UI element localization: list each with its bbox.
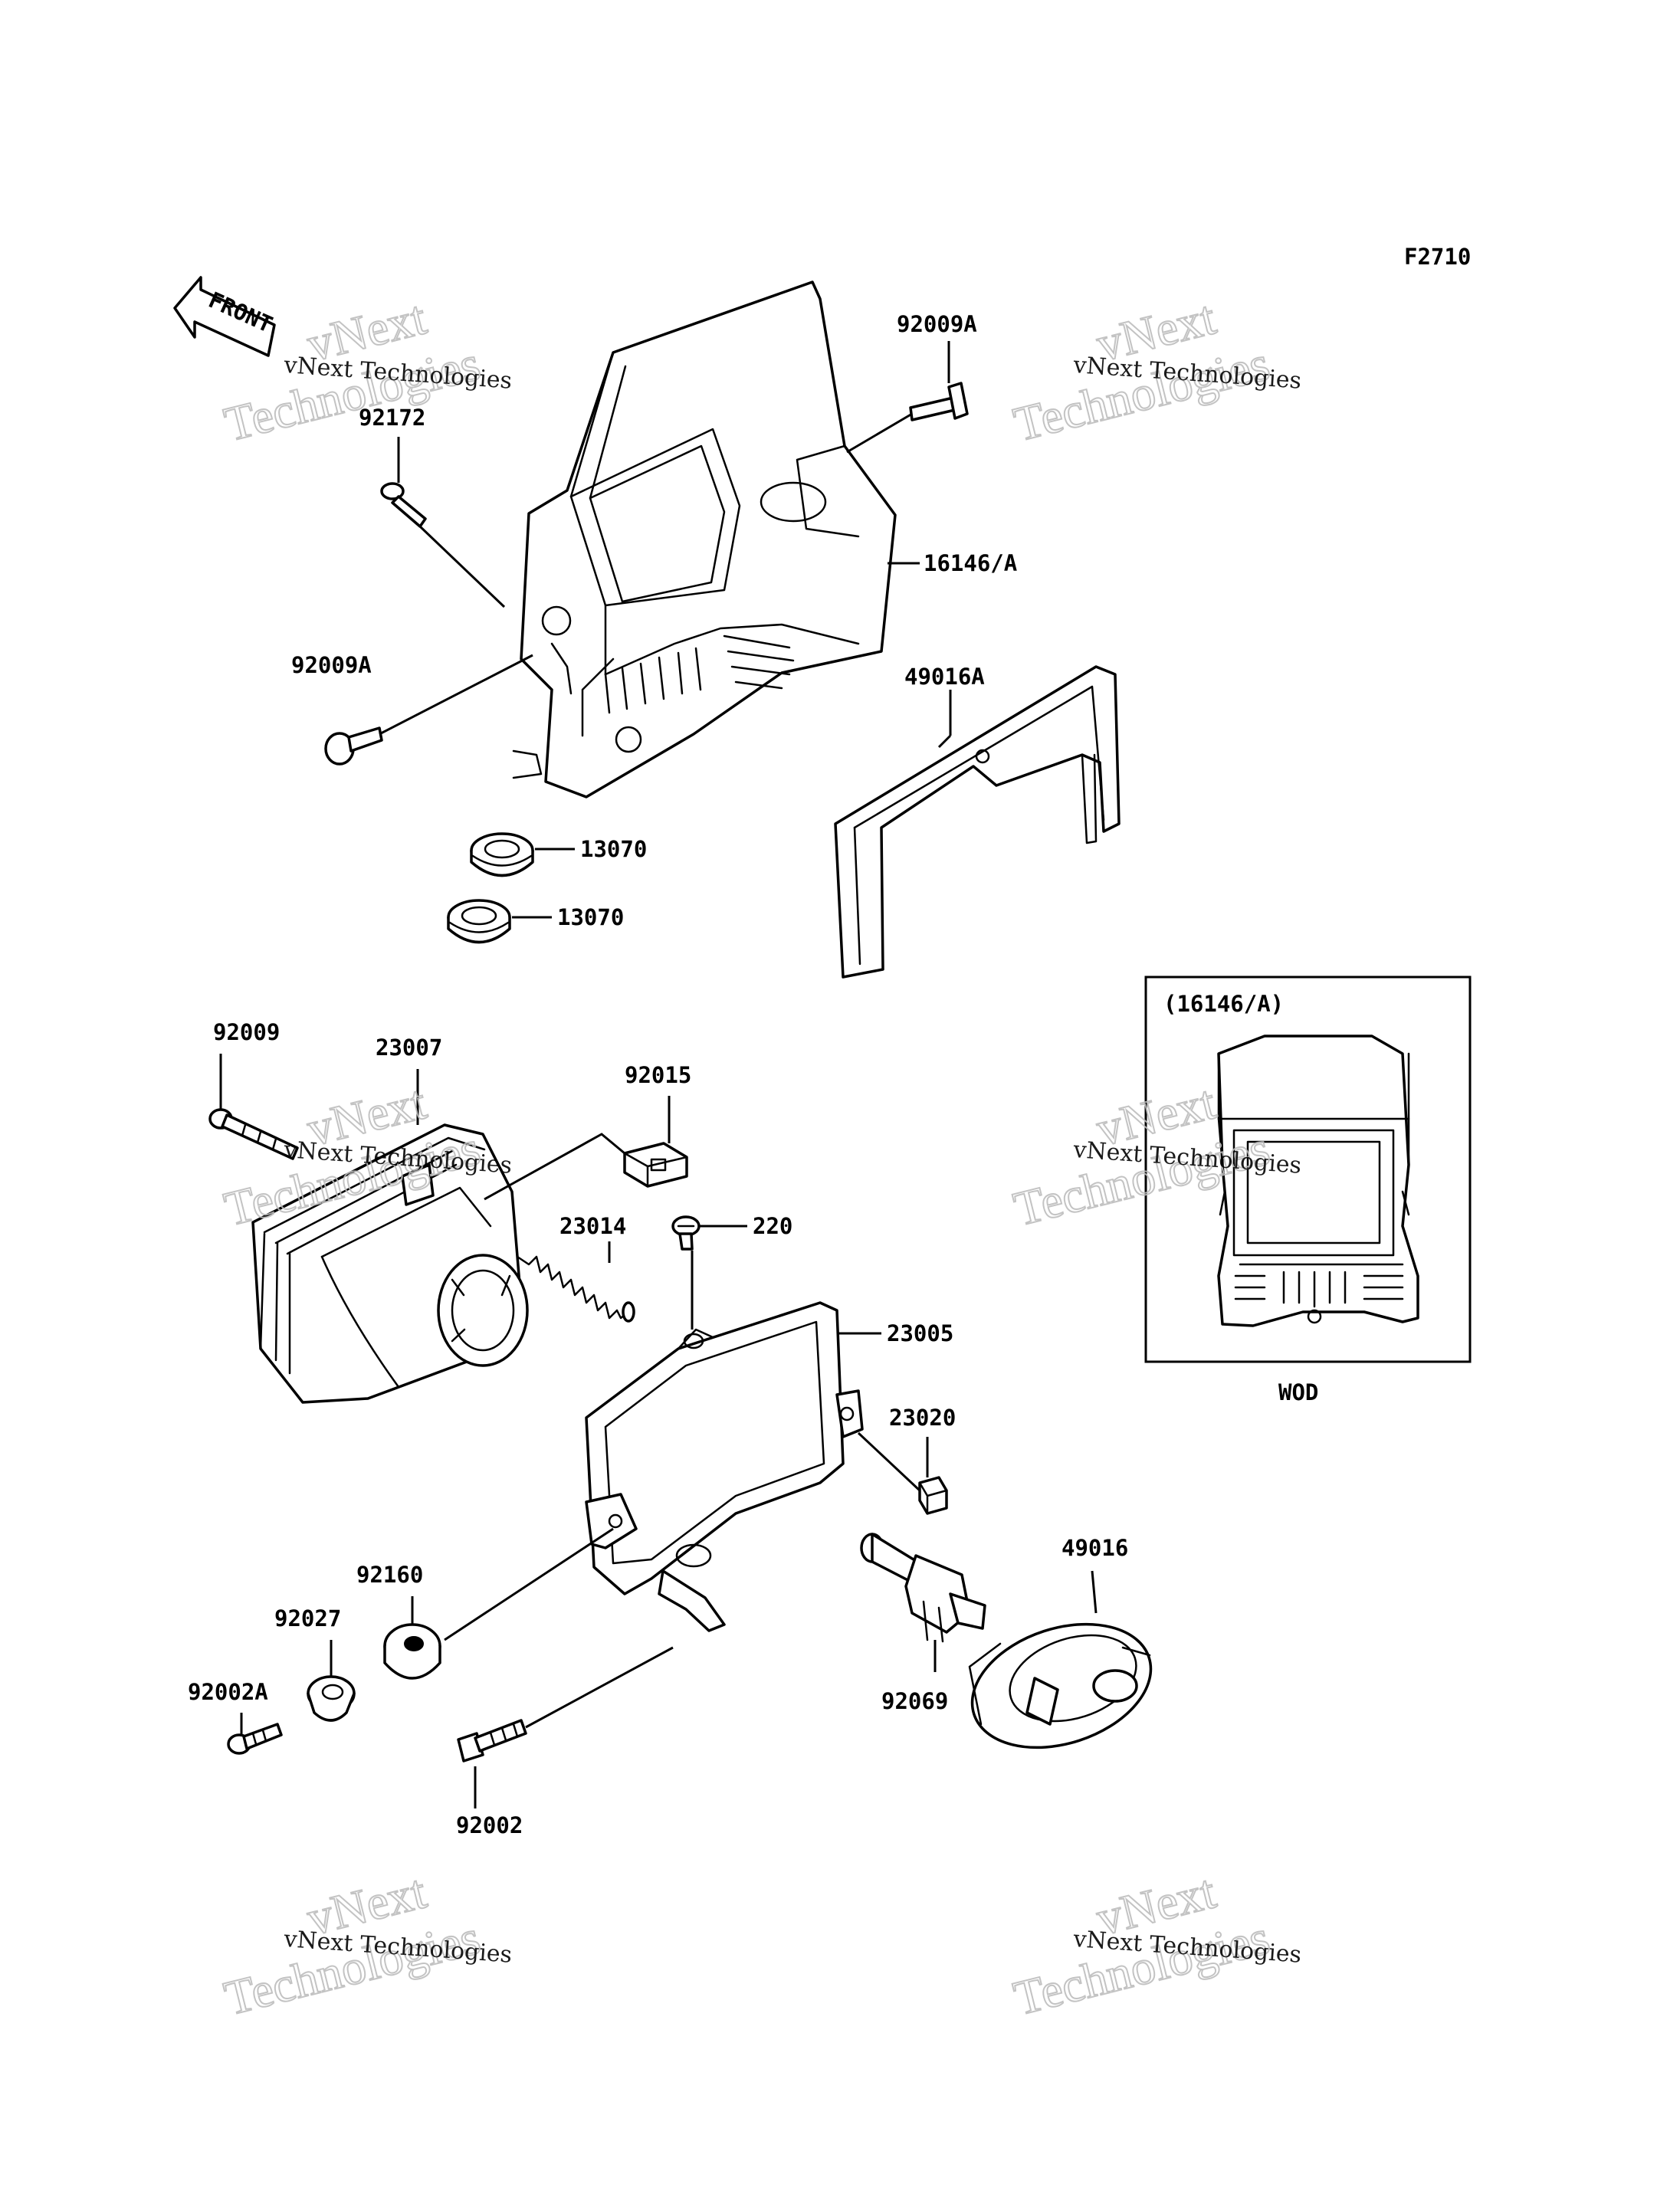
bolt-icon bbox=[380, 482, 427, 528]
figure-code: F2710 bbox=[1404, 244, 1471, 270]
part-label-92002A: 92002A bbox=[188, 1679, 268, 1705]
part-label-23005: 23005 bbox=[887, 1320, 953, 1346]
inset-caption: WOD bbox=[1278, 1379, 1318, 1405]
grommet-icon bbox=[470, 832, 534, 877]
part-label-92027: 92027 bbox=[274, 1605, 341, 1631]
bolt-icon bbox=[208, 1108, 299, 1160]
part-label-23014: 23014 bbox=[559, 1213, 626, 1239]
bolt-icon bbox=[909, 382, 969, 421]
screw-icon bbox=[671, 1215, 701, 1251]
cover-vents bbox=[604, 635, 795, 714]
part-label-92009A: 92009A bbox=[897, 311, 977, 337]
part-label-13070: 13070 bbox=[580, 836, 647, 862]
front-arrow-icon: FRONT bbox=[173, 276, 277, 357]
bulb-icon bbox=[860, 1533, 986, 1643]
part-labels: 92009A 92172 16146/A 92009A 49016A 13070… bbox=[188, 311, 1128, 1838]
bolt-icon bbox=[227, 1723, 283, 1755]
part-label-92009A: 92009A bbox=[291, 652, 372, 678]
part-label-23020: 23020 bbox=[889, 1405, 956, 1431]
part-label-23007: 23007 bbox=[376, 1035, 442, 1061]
part-label-92160: 92160 bbox=[356, 1562, 423, 1588]
nut-icon bbox=[918, 1476, 948, 1515]
grommet-icon bbox=[447, 899, 511, 944]
inset-box: (16146/A) WOD bbox=[1144, 976, 1472, 1405]
part-label-220: 220 bbox=[753, 1213, 792, 1239]
part-label-49016: 49016 bbox=[1061, 1535, 1128, 1561]
dust-cover-icon bbox=[968, 1622, 1153, 1749]
collar-icon bbox=[307, 1675, 356, 1722]
leader-lines bbox=[219, 341, 1098, 1808]
part-label-49016A: 49016A bbox=[904, 664, 985, 690]
clip-icon bbox=[623, 1142, 688, 1188]
inset-title: (16146/A) bbox=[1163, 991, 1284, 1017]
gasket-frame bbox=[834, 665, 1121, 979]
part-label-92015: 92015 bbox=[625, 1062, 691, 1088]
part-label-92002: 92002 bbox=[456, 1812, 523, 1838]
bolt-icon bbox=[457, 1719, 527, 1763]
mounting-bracket bbox=[585, 1301, 864, 1632]
headlight-cover bbox=[512, 280, 897, 798]
rubber-grommet-icon bbox=[383, 1623, 441, 1680]
part-label-92009: 92009 bbox=[213, 1019, 280, 1045]
part-label-13070: 13070 bbox=[557, 904, 624, 930]
spring-icon bbox=[516, 1255, 635, 1323]
part-label-92172: 92172 bbox=[359, 405, 425, 431]
headlight-unit bbox=[251, 1123, 529, 1404]
inset-headlight-cover bbox=[1217, 1035, 1419, 1327]
part-label-16146A: 16146/A bbox=[924, 550, 1017, 576]
bolt-icon bbox=[324, 726, 383, 766]
part-label-92069: 92069 bbox=[881, 1688, 948, 1714]
